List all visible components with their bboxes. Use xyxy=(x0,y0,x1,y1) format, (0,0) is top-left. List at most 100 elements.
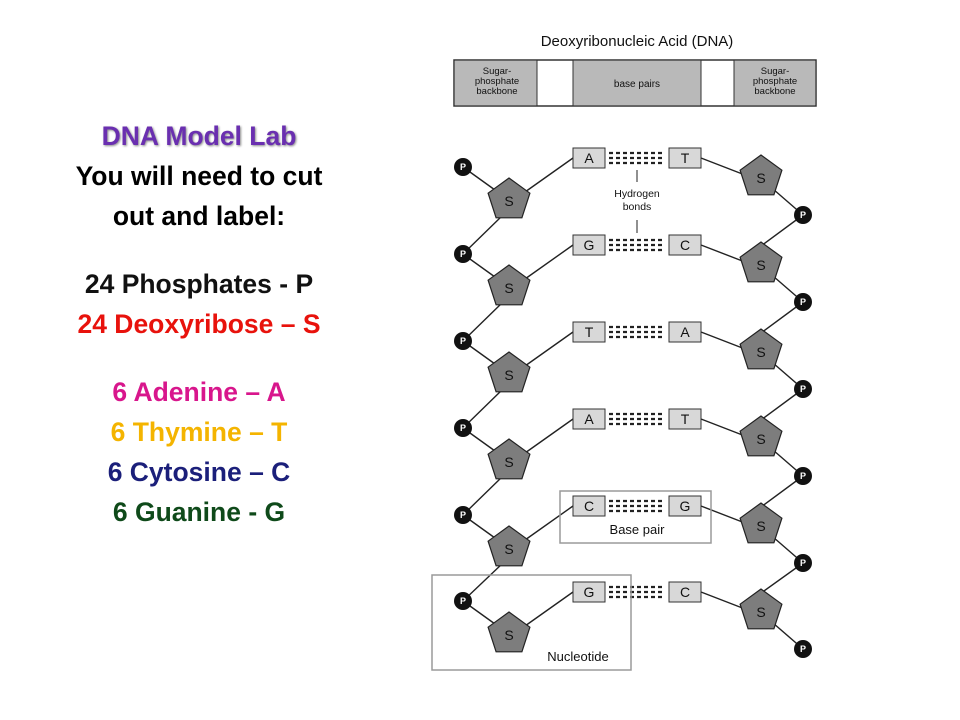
header-middle-fill xyxy=(573,61,701,105)
phosphate-right xyxy=(794,293,812,311)
sugar-left xyxy=(487,351,531,393)
base-right-label: A xyxy=(680,324,690,340)
phosphate-left-label: P xyxy=(460,249,466,259)
sugar-left-label: S xyxy=(504,280,513,296)
item-adenine: 6 Adenine – A xyxy=(112,377,286,407)
phosphate-left xyxy=(454,332,472,350)
item-thymine: 6 Thymine – T xyxy=(110,417,288,447)
backbone-bond xyxy=(700,157,746,176)
header-left-label: backbone xyxy=(476,86,517,97)
base-right xyxy=(668,147,702,169)
base-left-label: T xyxy=(585,324,594,340)
phosphate-right xyxy=(794,640,812,658)
backbone-bond xyxy=(700,505,746,524)
backbone-bond xyxy=(524,418,574,454)
base-left-label: C xyxy=(584,498,594,514)
phosphate-right-label: P xyxy=(800,384,806,394)
base-right-label: T xyxy=(681,150,690,166)
item-guanine: 6 Guanine - G xyxy=(112,497,286,527)
phosphate-left xyxy=(454,592,472,610)
sugar-left xyxy=(487,438,531,480)
sugar-right xyxy=(739,154,783,196)
base-right-label: T xyxy=(681,411,690,427)
item-deoxyribose: 24 Deoxyribose – S xyxy=(77,309,321,339)
sugar-right-label: S xyxy=(756,170,765,186)
phosphate-right xyxy=(794,467,812,485)
phosphate-right xyxy=(794,206,812,224)
phosphate-right-label: P xyxy=(800,297,806,307)
nucleotide-box xyxy=(431,574,632,671)
item-phosphates: 24 Phosphates - P xyxy=(84,269,314,299)
header-middle-label: base pairs xyxy=(614,79,660,90)
base-right xyxy=(668,495,702,517)
instructions-panel: DNA Model Lab You will need to cut out a… xyxy=(8,116,390,532)
intro-line-1: You will need to cut xyxy=(75,161,323,191)
backbone-bond xyxy=(700,418,746,437)
phosphate-left-label: P xyxy=(460,510,466,520)
header-right-label: phosphate xyxy=(753,76,797,87)
backbone-bond xyxy=(462,562,504,602)
sugar-left-label: S xyxy=(504,627,513,643)
base-left-label: A xyxy=(584,150,594,166)
base-left-label: G xyxy=(584,584,595,600)
phosphate-left-label: P xyxy=(460,596,466,606)
phosphate-right-label: P xyxy=(800,471,806,481)
sugar-left xyxy=(487,177,531,219)
sugar-left xyxy=(487,525,531,567)
backbone-bond xyxy=(462,214,504,255)
phosphate-left-label: P xyxy=(460,423,466,433)
header-left-label: Sugar- xyxy=(483,66,512,77)
sugar-right-label: S xyxy=(756,257,765,273)
sugar-left-label: S xyxy=(504,367,513,383)
sugar-right xyxy=(739,328,783,370)
backbone-bond xyxy=(700,591,746,610)
item-cytosine: 6 Cytosine – C xyxy=(107,457,291,487)
sugar-left-label: S xyxy=(504,454,513,470)
base-left xyxy=(572,147,606,169)
backbone-bond xyxy=(756,388,804,424)
backbone-bond xyxy=(756,214,804,250)
sugar-right-label: S xyxy=(756,431,765,447)
sugar-right xyxy=(739,415,783,457)
base-left xyxy=(572,234,606,256)
backbone-bond xyxy=(462,301,504,342)
header-right-label: backbone xyxy=(754,86,795,97)
sugar-right xyxy=(739,588,783,630)
base-right-label: G xyxy=(680,498,691,514)
phosphate-left-label: P xyxy=(460,162,466,172)
header-right-fill xyxy=(734,61,815,105)
phosphate-left xyxy=(454,158,472,176)
phosphate-right-label: P xyxy=(800,210,806,220)
header-left-label: phosphate xyxy=(475,76,519,87)
phosphate-left-label: P xyxy=(460,336,466,346)
sugar-right-label: S xyxy=(756,344,765,360)
backbone-bond xyxy=(524,591,574,627)
phosphate-right-label: P xyxy=(800,644,806,654)
phosphate-right xyxy=(794,554,812,572)
header-left-fill xyxy=(455,61,537,105)
backbone-bond xyxy=(462,388,504,429)
base-pair-label: Base pair xyxy=(610,522,666,537)
backbone-bond xyxy=(756,301,804,337)
phosphate-right xyxy=(794,380,812,398)
backbone-bond xyxy=(524,157,574,193)
base-right xyxy=(668,581,702,603)
base-left xyxy=(572,321,606,343)
base-right xyxy=(668,408,702,430)
phosphate-right-label: P xyxy=(800,558,806,568)
phosphate-left xyxy=(454,419,472,437)
sugar-right-label: S xyxy=(756,518,765,534)
sugar-right-label: S xyxy=(756,604,765,620)
base-left xyxy=(572,581,606,603)
phosphate-left xyxy=(454,245,472,263)
nucleotide-label: Nucleotide xyxy=(547,649,608,664)
base-left xyxy=(572,495,606,517)
backbone-bond xyxy=(524,244,574,280)
lab-title: DNA Model Lab xyxy=(101,121,297,151)
base-left-label: A xyxy=(584,411,594,427)
backbone-bond xyxy=(756,562,804,597)
sugar-left xyxy=(487,264,531,306)
diagram-title: Deoxyribonucleic Acid (DNA) xyxy=(541,33,734,50)
backbone-bond xyxy=(524,505,574,541)
